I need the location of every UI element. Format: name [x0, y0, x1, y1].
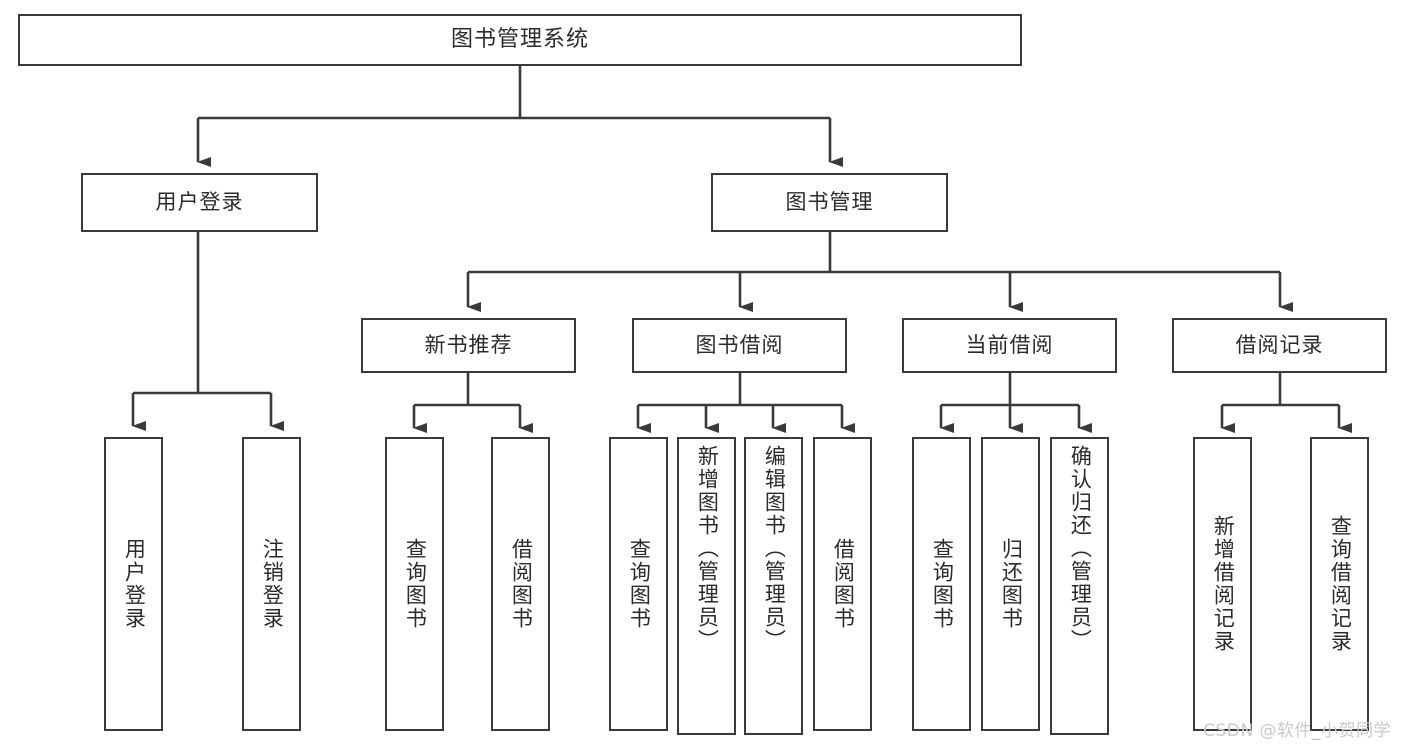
leaf-new-book-query-book[interactable]: 查询图书	[385, 437, 444, 731]
leaf-label: 借阅图书	[831, 538, 856, 630]
node-book-management[interactable]: 图书管理	[711, 173, 948, 232]
node-borrow-record[interactable]: 借阅记录	[1172, 318, 1387, 373]
leaf-label: 新增图书（管理员）	[695, 445, 720, 652]
leaf-label: 编辑图书（管理员）	[762, 445, 787, 652]
leaf-book-borrow-borrow-book[interactable]: 借阅图书	[813, 437, 872, 731]
leaf-borrow-record-query-record[interactable]: 查询借阅记录	[1310, 437, 1369, 731]
node-label: 新书推荐	[424, 332, 513, 357]
node-label: 借阅记录	[1235, 332, 1324, 357]
leaf-new-book-borrow-book[interactable]: 借阅图书	[491, 437, 550, 731]
leaf-label: 用户登录	[122, 538, 147, 630]
leaf-current-borrow-return-book[interactable]: 归还图书	[981, 437, 1040, 731]
leaf-book-borrow-query-book[interactable]: 查询图书	[609, 437, 668, 731]
leaf-label: 确认归还（管理员）	[1068, 445, 1093, 652]
leaf-user-login-logout[interactable]: 注销登录	[242, 437, 301, 731]
node-current-borrow[interactable]: 当前借阅	[902, 318, 1117, 373]
node-root-book-management-system[interactable]: 图书管理系统	[18, 14, 1022, 66]
node-label: 用户登录	[155, 189, 244, 214]
leaf-label: 查询图书	[930, 538, 955, 630]
leaf-label: 新增借阅记录	[1211, 515, 1236, 653]
node-book-borrow[interactable]: 图书借阅	[632, 318, 847, 373]
leaf-book-borrow-edit-book-admin[interactable]: 编辑图书（管理员）	[744, 437, 803, 735]
node-label: 当前借阅	[965, 332, 1054, 357]
leaf-label: 注销登录	[260, 538, 285, 630]
leaf-current-borrow-query-book[interactable]: 查询图书	[912, 437, 971, 731]
leaf-current-borrow-confirm-return-admin[interactable]: 确认归还（管理员）	[1050, 437, 1109, 735]
leaf-book-borrow-add-book-admin[interactable]: 新增图书（管理员）	[677, 437, 736, 735]
leaf-label: 查询图书	[403, 538, 428, 630]
leaf-label: 查询图书	[627, 538, 652, 630]
node-label: 图书借阅	[695, 332, 784, 357]
leaf-user-login-login[interactable]: 用户登录	[104, 437, 163, 731]
leaf-label: 查询借阅记录	[1328, 515, 1353, 653]
node-label: 图书管理系统	[450, 26, 589, 52]
leaf-borrow-record-add-record[interactable]: 新增借阅记录	[1193, 437, 1252, 731]
node-new-book-recommend[interactable]: 新书推荐	[361, 318, 576, 373]
leaf-label: 归还图书	[999, 538, 1024, 630]
node-user-login[interactable]: 用户登录	[81, 173, 318, 232]
node-label: 图书管理	[785, 189, 874, 214]
leaf-label: 借阅图书	[509, 538, 534, 630]
csdn-watermark: CSDN @软件_小贺同学	[1203, 721, 1391, 741]
